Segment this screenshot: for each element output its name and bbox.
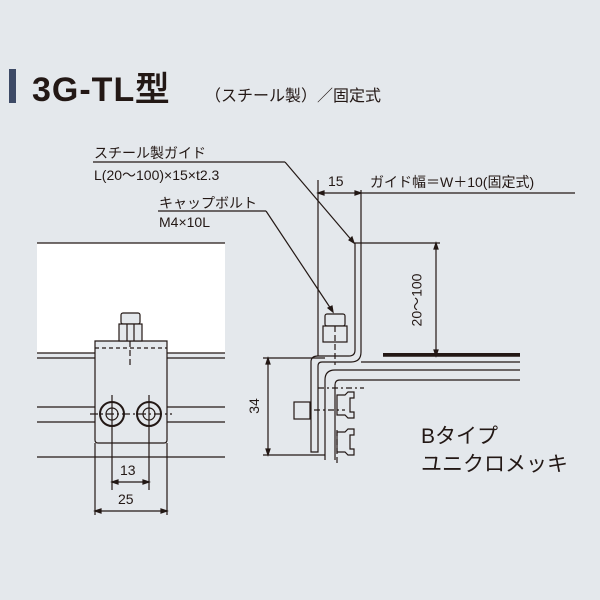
- dim-25-label: 25: [118, 491, 134, 507]
- finish-note: ユニクロメッキ: [421, 453, 568, 476]
- model-subtitle: （スチール製）／固定式: [205, 86, 382, 105]
- dim-20-100-label: 20～100: [408, 273, 425, 327]
- guide-width-label: ガイド幅＝W＋10(固定式): [370, 174, 535, 190]
- guide-name-label: スチール製ガイド: [94, 145, 206, 161]
- bolt-name-label: キャップボルト: [159, 195, 257, 211]
- bolt-spec-label: M4×10L: [159, 214, 210, 230]
- guide-spec-label: L(20～100)×15×t2.3: [94, 167, 220, 183]
- title-accent-bar: [9, 69, 16, 103]
- dim-13-label: 13: [120, 462, 136, 478]
- type-note: Bタイプ: [421, 425, 499, 448]
- dim-15-label: 15: [328, 173, 344, 189]
- model-title: 3G-TL型: [32, 71, 171, 109]
- dim-34-label: 34: [245, 398, 262, 414]
